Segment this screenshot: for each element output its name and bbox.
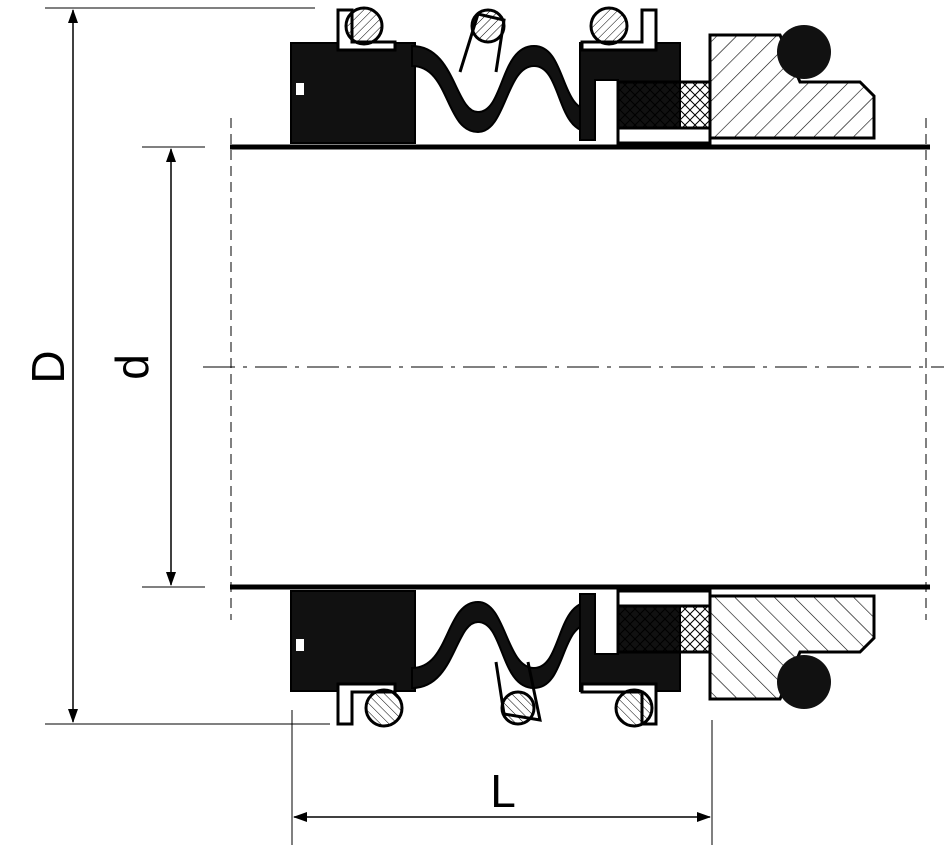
bellows-drive-block <box>290 590 416 692</box>
seal-face-lower-strip <box>616 589 712 608</box>
seal-face <box>616 604 712 654</box>
dimension-length: L <box>291 710 713 845</box>
spring-coil-middle-section <box>470 8 506 44</box>
seal-upper-half <box>290 6 876 145</box>
spring-coil-left <box>344 6 384 46</box>
seat-o-ring <box>777 25 831 79</box>
shaft <box>203 118 944 620</box>
spring-coil-right <box>614 688 654 728</box>
spring-coil-right <box>589 6 629 46</box>
dimension-inner-diameter: d <box>106 146 205 588</box>
spring-coil-middle-section <box>500 690 536 726</box>
seal-face <box>616 80 712 130</box>
drive-block-notch <box>296 83 304 95</box>
seal-lower-half <box>290 589 876 728</box>
spring-coil-left <box>364 688 404 728</box>
inner-diameter-label: d <box>106 354 158 380</box>
bellows-drive-block <box>290 42 416 144</box>
length-label: L <box>490 765 516 817</box>
rubber-bellows <box>411 44 591 134</box>
drive-block-notch <box>296 639 304 651</box>
seal-face-lower-strip <box>616 126 712 145</box>
rubber-bellows <box>411 600 591 690</box>
seat-o-ring <box>777 655 831 709</box>
dimension-outer-diameter: D <box>22 7 330 725</box>
outer-diameter-label: D <box>22 350 74 383</box>
